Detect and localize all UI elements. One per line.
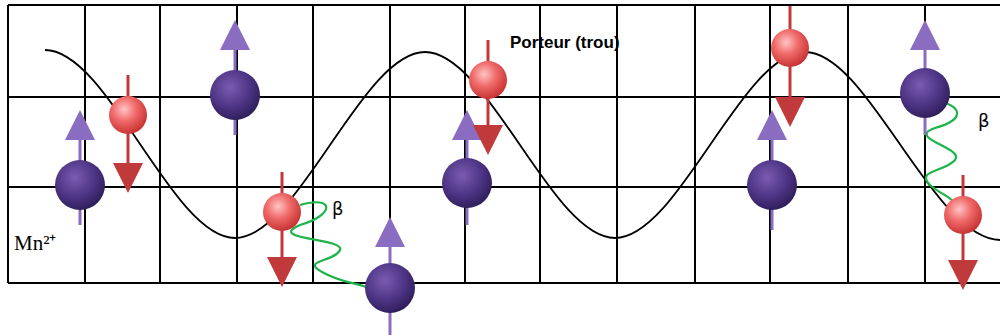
ion-label: Mn²⁺ xyxy=(14,233,56,254)
spin-wave xyxy=(45,50,1000,240)
exchange-label: β xyxy=(332,200,344,218)
carrier-label: Porteur (trou) xyxy=(510,34,620,51)
grid xyxy=(8,5,1000,283)
exchange-label: β xyxy=(978,112,990,130)
holes xyxy=(109,6,982,275)
mn-ions xyxy=(55,35,950,335)
